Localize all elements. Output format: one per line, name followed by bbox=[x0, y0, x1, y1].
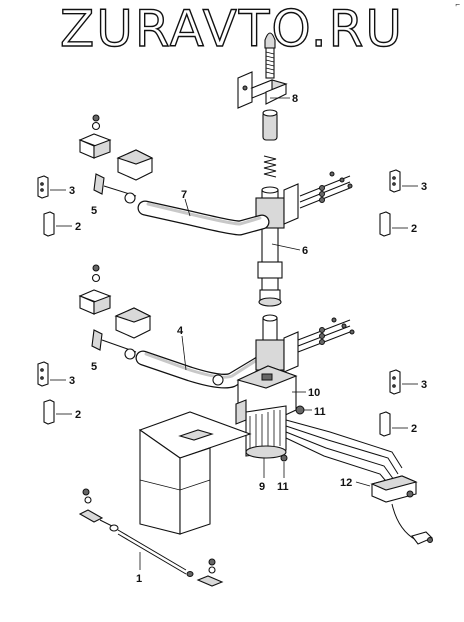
part-11-screw-lower bbox=[280, 454, 288, 462]
part-8-bracket-assembly bbox=[237, 32, 288, 109]
callout-2-upper-right: 2 bbox=[411, 223, 417, 235]
watermark-logo: ZURAVTO.RU bbox=[59, 0, 404, 58]
callout-8: 8 bbox=[292, 93, 298, 105]
part-lower-left-fitting bbox=[91, 329, 137, 360]
part-clip-lower-left-3 bbox=[37, 361, 49, 387]
part-lower-column bbox=[255, 314, 299, 373]
part-clip-lower-left-2 bbox=[43, 399, 55, 425]
part-7-upper-handle-pipe bbox=[137, 200, 270, 236]
callout-6: 6 bbox=[302, 245, 308, 257]
part-upper-left-cover bbox=[116, 149, 154, 181]
callout-5-lower: 5 bbox=[91, 361, 97, 373]
part-clip-upper-right-2 bbox=[379, 211, 391, 237]
part-upper-left-fitting bbox=[93, 173, 137, 204]
part-clip-upper-left-3 bbox=[37, 175, 49, 199]
part-upper-left-bracket bbox=[78, 114, 112, 159]
part-upper-bolts bbox=[299, 171, 353, 209]
part-12-valve-block bbox=[370, 475, 418, 503]
part-11-screw-upper bbox=[295, 405, 305, 415]
corner-mark: ⌐ bbox=[455, 0, 460, 9]
callout-5-upper: 5 bbox=[91, 205, 97, 217]
callout-3-lower-right: 3 bbox=[421, 379, 427, 391]
part-clip-upper-right-3 bbox=[389, 169, 401, 193]
callout-10: 10 bbox=[308, 387, 320, 399]
part-clip-upper-left-2 bbox=[43, 211, 55, 237]
part-1-tie-rod bbox=[78, 488, 224, 587]
part-clip-lower-right-3 bbox=[389, 369, 401, 395]
part-lower-left-cover bbox=[114, 307, 152, 339]
part-upper-sleeve bbox=[262, 109, 278, 141]
callout-11-lower: 11 bbox=[277, 481, 289, 493]
callout-4: 4 bbox=[177, 325, 184, 337]
callout-11-upper: 11 bbox=[314, 406, 326, 418]
callout-9: 9 bbox=[259, 481, 265, 493]
part-9-pump-body bbox=[235, 399, 287, 459]
part-lower-left-bracket bbox=[78, 264, 112, 315]
callout-12: 12 bbox=[340, 477, 352, 489]
part-lower-bolts bbox=[297, 317, 355, 353]
callout-7: 7 bbox=[181, 189, 187, 201]
part-4-lower-handle-pipe bbox=[135, 350, 270, 389]
part-sensor-cable bbox=[391, 503, 433, 545]
callout-1: 1 bbox=[136, 573, 142, 585]
callout-3-lower-left: 3 bbox=[69, 375, 75, 387]
callout-2-lower-right: 2 bbox=[411, 423, 417, 435]
part-reservoir-cover bbox=[138, 411, 252, 535]
callout-3-upper-left: 3 bbox=[69, 185, 75, 197]
callout-2-upper-left: 2 bbox=[75, 221, 81, 233]
callout-3-upper-right: 3 bbox=[421, 181, 427, 193]
part-6-upper-column bbox=[255, 183, 301, 307]
part-spring bbox=[263, 155, 277, 178]
callout-2-lower-left: 2 bbox=[75, 409, 81, 421]
part-clip-lower-right-2 bbox=[379, 411, 391, 437]
